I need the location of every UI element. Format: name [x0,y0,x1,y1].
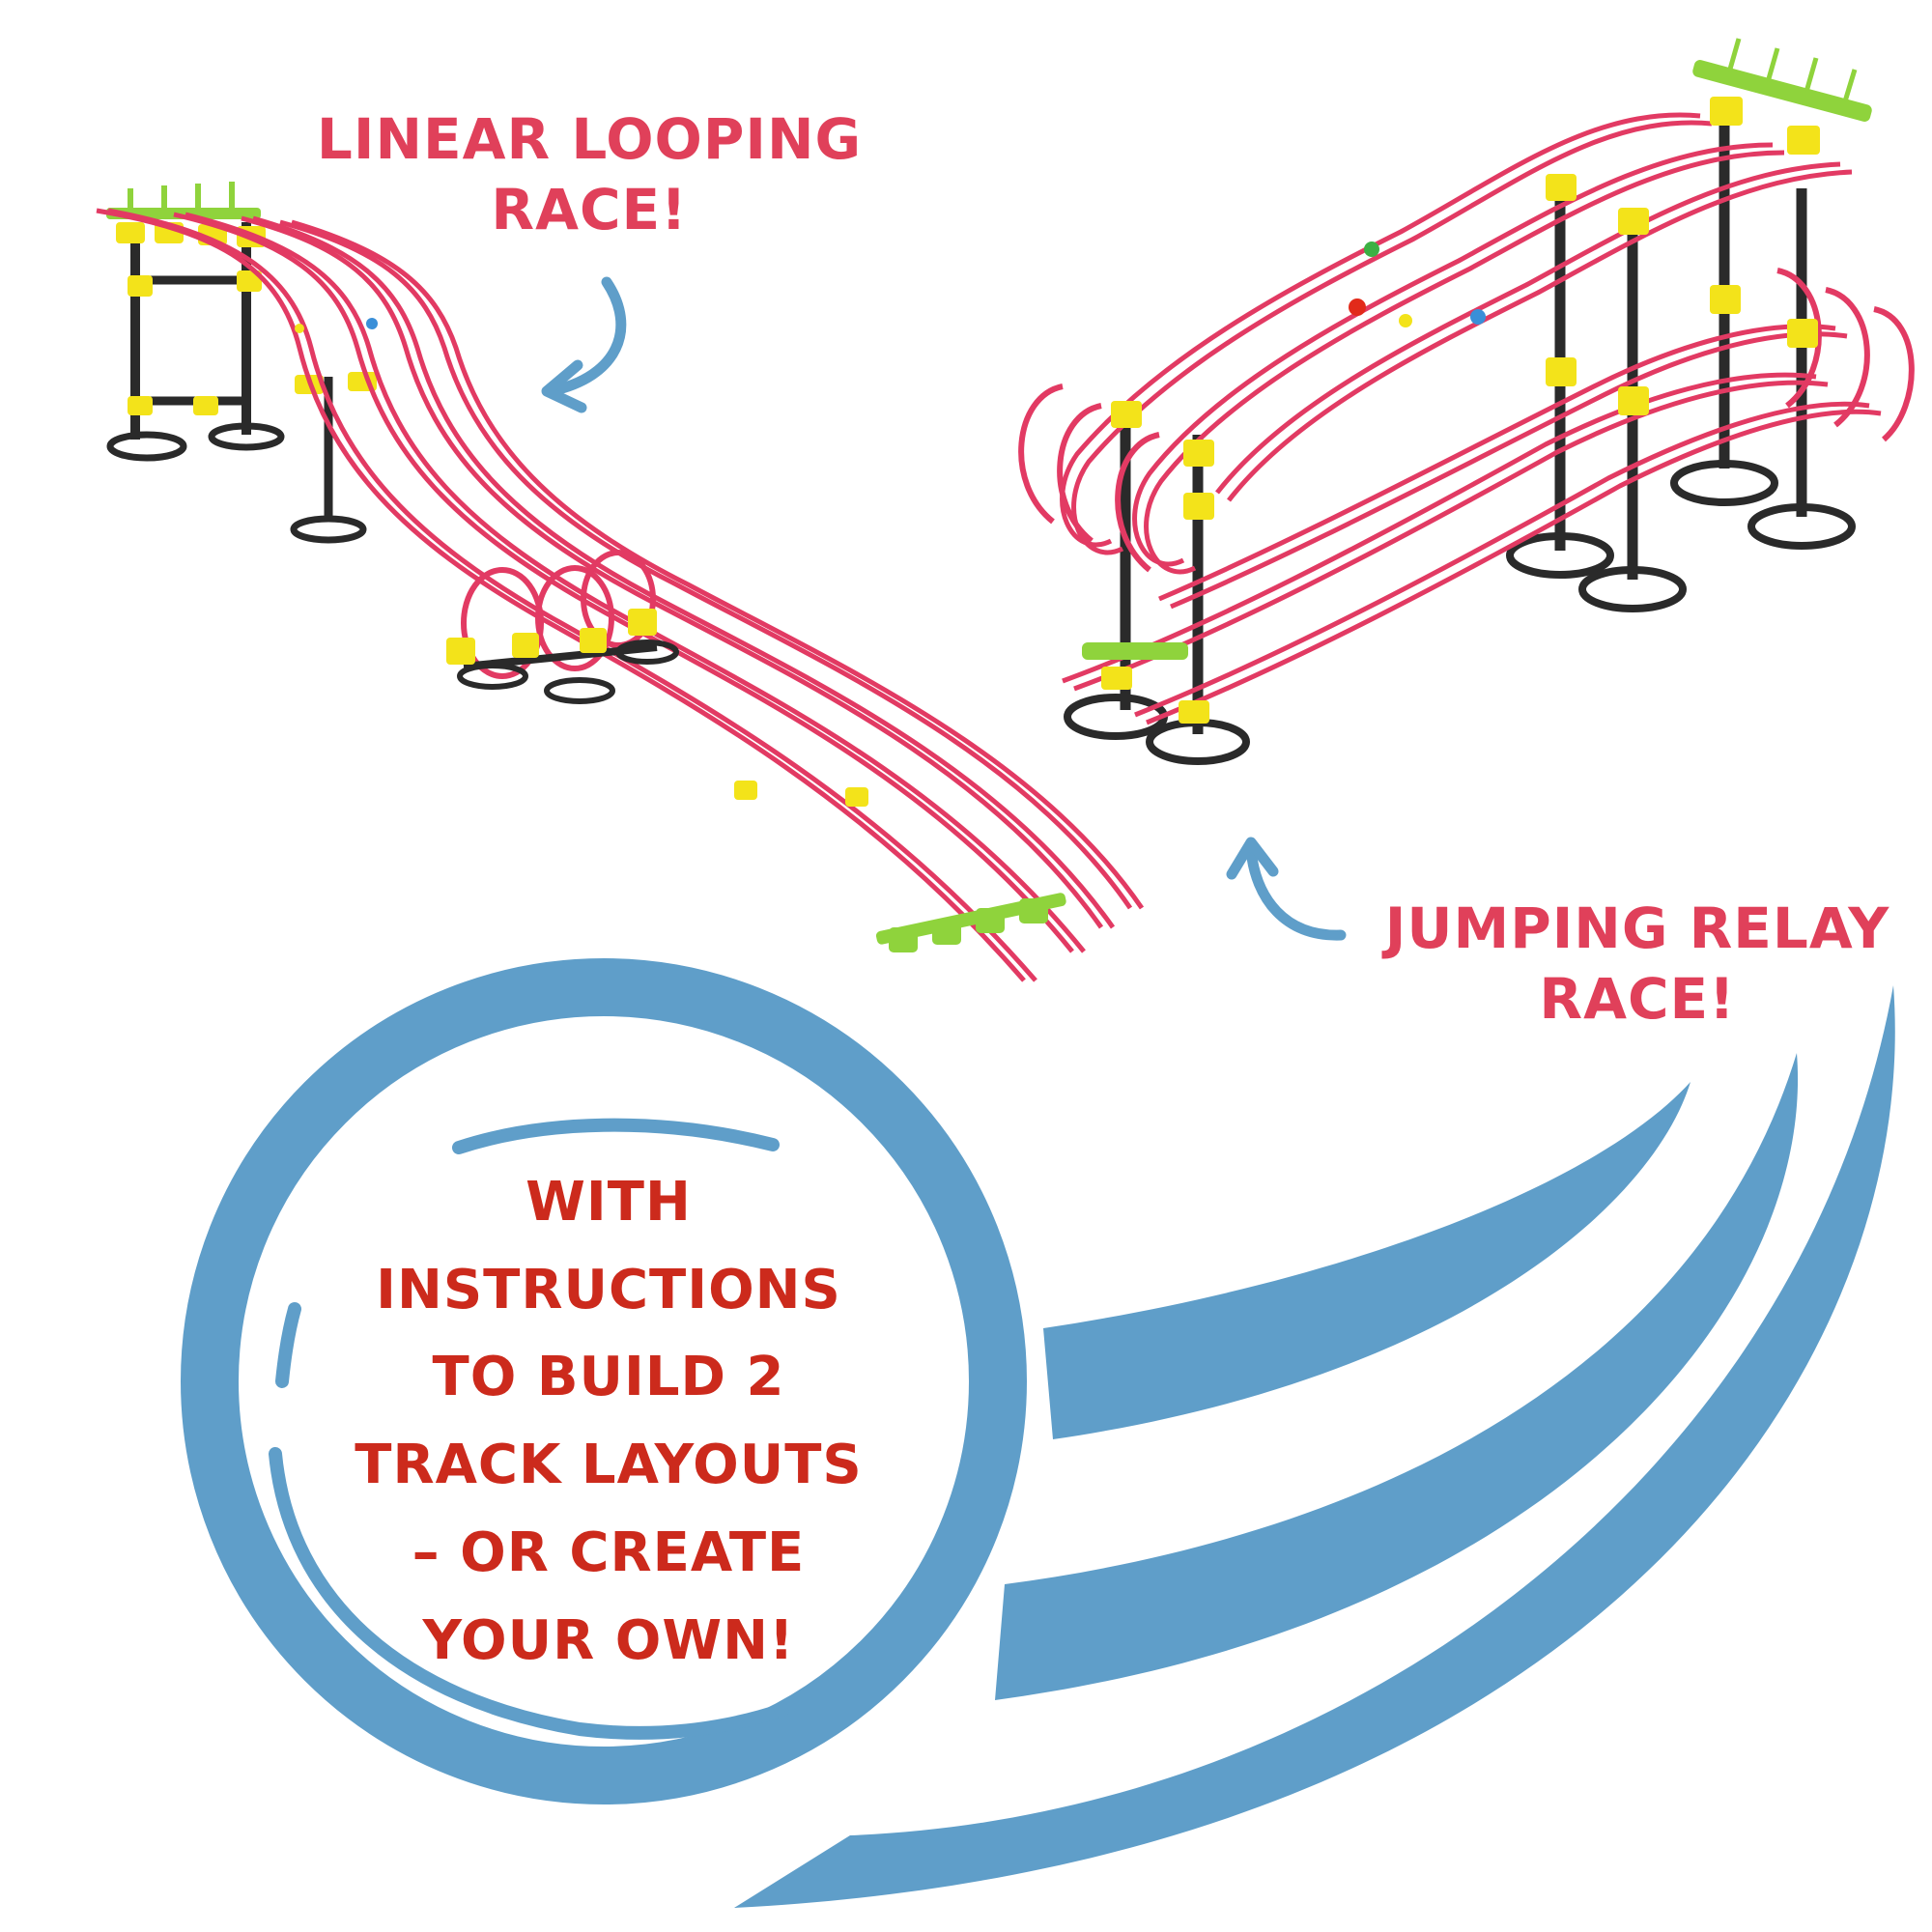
instructions-badge [181,958,1895,1908]
loops [461,550,656,679]
instructions-line: YOUR OWN! [422,1608,795,1672]
label-line: LINEAR LOOPING [316,106,863,172]
curved-arrow-icon [541,276,627,413]
linear-looping-race-label: LINEAR LOOPING RACE! [280,104,898,244]
jumping-relay-track-illustration [1018,38,1915,765]
badge-inner-dash-top [452,1118,780,1154]
speed-swoosh-1 [1043,1082,1690,1439]
instructions-line: WITH [526,1171,692,1234]
label-line: RACE! [1539,965,1736,1032]
linear-looping-track-illustration [96,182,1145,982]
linear-tracks [96,208,1145,982]
curved-arrow-icon [1226,837,1347,941]
instructions-line: TRACK LAYOUTS [355,1434,863,1497]
speed-swoosh-2 [995,1053,1799,1700]
instructions-line: – OR CREATE [412,1520,806,1584]
relay-bases [1064,460,1856,765]
label-line: RACE! [491,176,688,242]
badge-ring [181,958,1027,1804]
relay-connectors [1082,38,1872,724]
badge-inner-dash-left [269,1447,789,1740]
jumping-relay-race-label: JUMPING RELAY RACE! [1343,894,1932,1034]
instructions-line: INSTRUCTIONS [376,1258,841,1321]
loop-supports [446,609,868,807]
speed-swoosh-3 [734,985,1895,1908]
badge-inner-dash-left-short [275,1302,301,1388]
finish-gates [875,893,1066,952]
instructions-line: TO BUILD 2 [432,1346,785,1409]
label-line: JUMPING RELAY [1384,895,1890,961]
instructions-text: WITH INSTRUCTIONS TO BUILD 2 TRACK LAYOU… [280,1159,937,1685]
relay-upper-tracks [1060,112,1853,575]
relay-lower-tracks [1062,324,1882,725]
